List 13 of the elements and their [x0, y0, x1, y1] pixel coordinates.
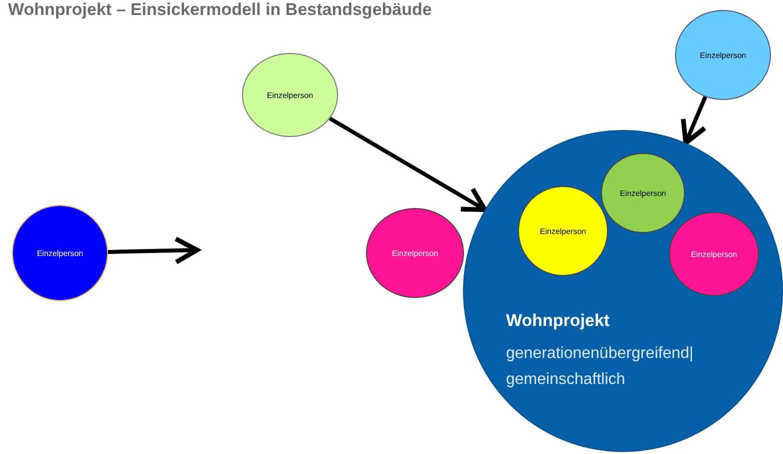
person-label: Einzelperson [392, 248, 438, 258]
arrow [328, 116, 488, 212]
project-description: generationenübergreifend| gemeinschaftlich [506, 344, 694, 390]
person-label: Einzelperson [36, 248, 84, 258]
person-label: Einzelperson [690, 250, 738, 258]
arrow [680, 96, 708, 146]
person-label: Einzelperson [540, 226, 586, 236]
person-label: Einzelperson [266, 90, 314, 100]
arrow [108, 236, 200, 264]
person-label: Einzelperson [700, 50, 746, 60]
project-title: Wohnprojekt [506, 311, 610, 331]
diagram-title: Wohnprojekt – Einsickermodell in Bestandsgebäude [8, 0, 432, 20]
person-label: Einzelperson [620, 188, 666, 198]
